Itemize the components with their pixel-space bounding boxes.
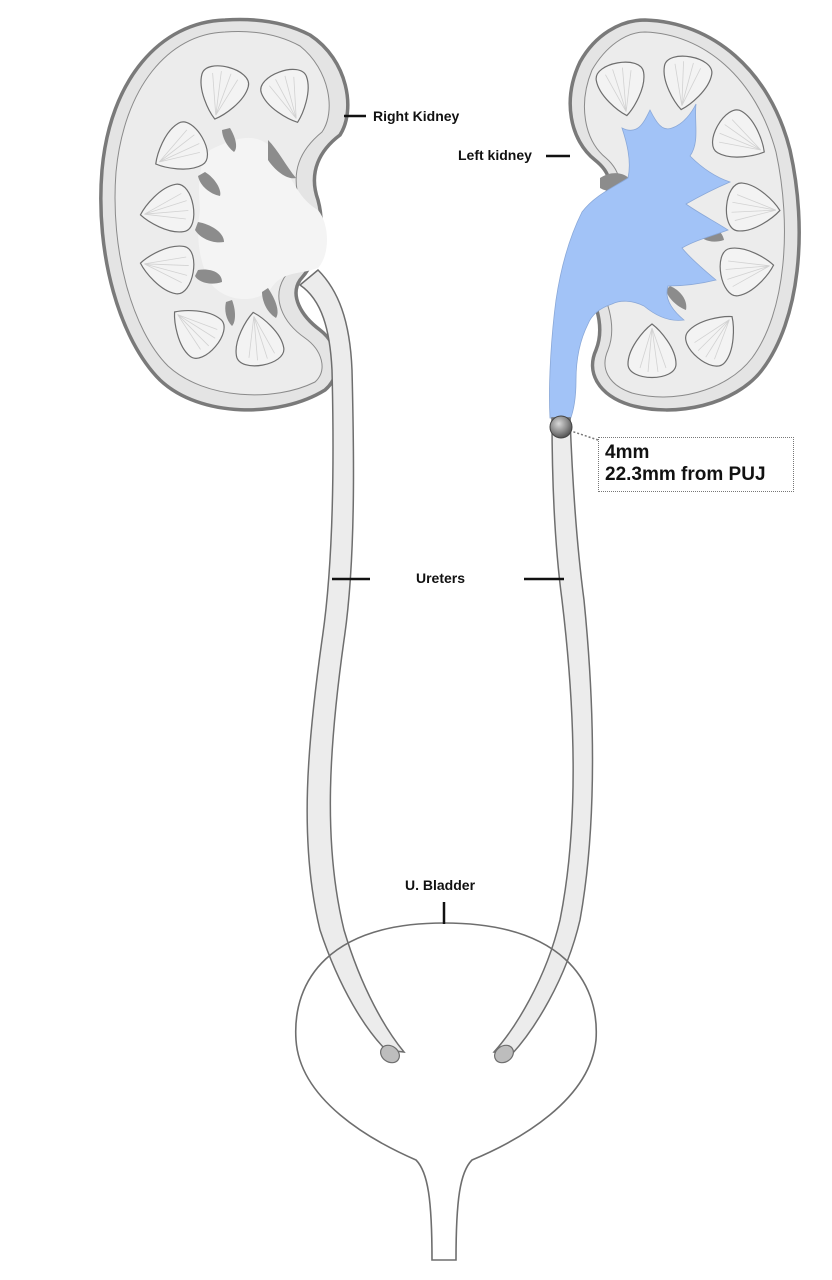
right-kidney-label: Right Kidney	[373, 108, 460, 124]
stone-distance: 22.3mm from PUJ	[605, 464, 766, 485]
leader-lines	[332, 114, 570, 924]
stone-annotation-box: 4mm 22.3mm from PUJ	[598, 437, 794, 492]
right-renal-sinus	[198, 137, 327, 300]
ureteric-stone	[549, 415, 573, 439]
ureters	[298, 268, 594, 1064]
right-kidney	[99, 17, 350, 412]
left-hydronephrotic-collecting-system	[549, 103, 732, 421]
left-kidney	[549, 18, 801, 421]
left-ureteric-orifice	[494, 1044, 514, 1064]
left-ureter	[492, 417, 594, 1055]
urethra	[432, 1160, 456, 1265]
ureters-label: Ureters	[416, 570, 466, 586]
right-ureter	[298, 268, 406, 1053]
right-sinus-fat	[195, 128, 296, 326]
stone-size: 4mm	[605, 442, 650, 463]
bladder-label: U. Bladder	[405, 877, 476, 893]
bladder-wall	[294, 922, 598, 1261]
right-ureteric-orifice	[380, 1044, 400, 1064]
left-kidney-label: Left kidney	[458, 147, 532, 163]
urinary-bladder	[294, 922, 598, 1265]
